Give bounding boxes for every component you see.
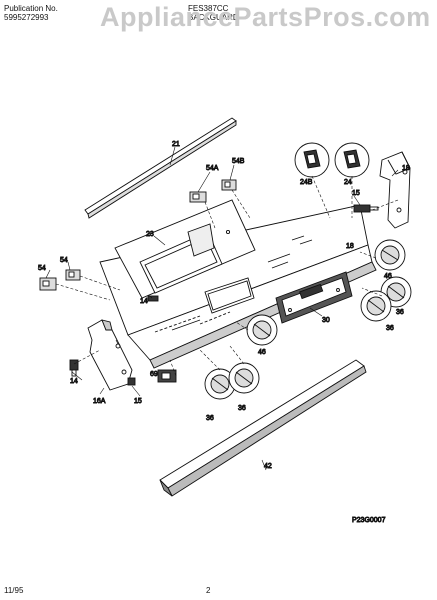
callout-54B: 54B — [232, 158, 245, 165]
watermark: AppliancePartsPros.com — [100, 2, 431, 32]
callout-23: 23 — [146, 231, 154, 238]
page-number: 2 — [206, 586, 211, 595]
callout-21: 21 — [172, 141, 180, 148]
callout-69: 69 — [150, 371, 158, 378]
knob-46-right[interactable] — [374, 239, 406, 271]
switch-24B[interactable] — [294, 142, 330, 178]
callout-46-right: 46 — [384, 273, 392, 280]
callout-36-right-b: 36 — [386, 325, 394, 332]
callout-24: 24 — [344, 179, 352, 186]
footer-date: 11/95 — [4, 586, 24, 595]
publication-number: 5995272993 — [4, 13, 49, 22]
callout-14-panel: 14 — [140, 298, 148, 305]
publication-label: Publication No. — [4, 4, 58, 13]
clip-54A[interactable] — [189, 191, 207, 203]
callout-18-panel: 18 — [346, 243, 354, 250]
clip-54B[interactable] — [221, 179, 237, 191]
clip-54-a[interactable] — [39, 277, 57, 291]
callout-16A: 16A — [93, 398, 106, 405]
callout-36-right-a: 36 — [396, 309, 404, 316]
callout-46-center: 46 — [258, 349, 266, 356]
callout-54A: 54A — [206, 165, 219, 172]
clip-54-b[interactable] — [65, 269, 81, 281]
callout-36-bottom-b: 36 — [238, 405, 246, 412]
screw-15-upper[interactable] — [353, 204, 379, 213]
screw-15-left[interactable] — [127, 377, 136, 386]
trim-strip-21[interactable] — [84, 117, 237, 219]
callout-54-a: 54 — [38, 265, 46, 272]
part-69[interactable] — [157, 369, 177, 383]
callout-leaders — [45, 146, 399, 471]
callout-15-upper: 15 — [352, 190, 360, 197]
end-bracket-18-right[interactable] — [379, 151, 411, 229]
knob-36-right-b[interactable] — [360, 290, 392, 322]
callout-24B: 24B — [300, 179, 313, 186]
callout-30: 30 — [322, 317, 330, 324]
screw-14-left[interactable] — [69, 359, 79, 377]
knob-36-bottom-a[interactable] — [204, 368, 236, 400]
callout-18-right: 18 — [402, 165, 410, 172]
callout-15-left: 15 — [134, 398, 142, 405]
knob-36-bottom-b[interactable] — [228, 362, 260, 394]
trim-strip-42[interactable] — [159, 359, 367, 497]
leader-lines — [55, 175, 399, 377]
callout-42: 42 — [264, 463, 272, 470]
callout-36-bottom-a: 36 — [206, 415, 214, 422]
window-frame-23[interactable] — [114, 199, 256, 299]
section-title: BACKGUARD — [188, 13, 239, 22]
end-bracket-16A-left[interactable] — [87, 319, 133, 391]
callout-54-b: 54 — [60, 257, 68, 264]
control-board-30[interactable] — [275, 271, 353, 324]
screw-14-panel[interactable] — [147, 295, 159, 302]
switch-24[interactable] — [334, 142, 370, 178]
callout-14-left: 14 — [70, 378, 78, 385]
figure-code: P23G0007 — [352, 517, 386, 524]
knob-46-center[interactable] — [246, 314, 278, 346]
model-number: FES387CC — [188, 4, 229, 13]
